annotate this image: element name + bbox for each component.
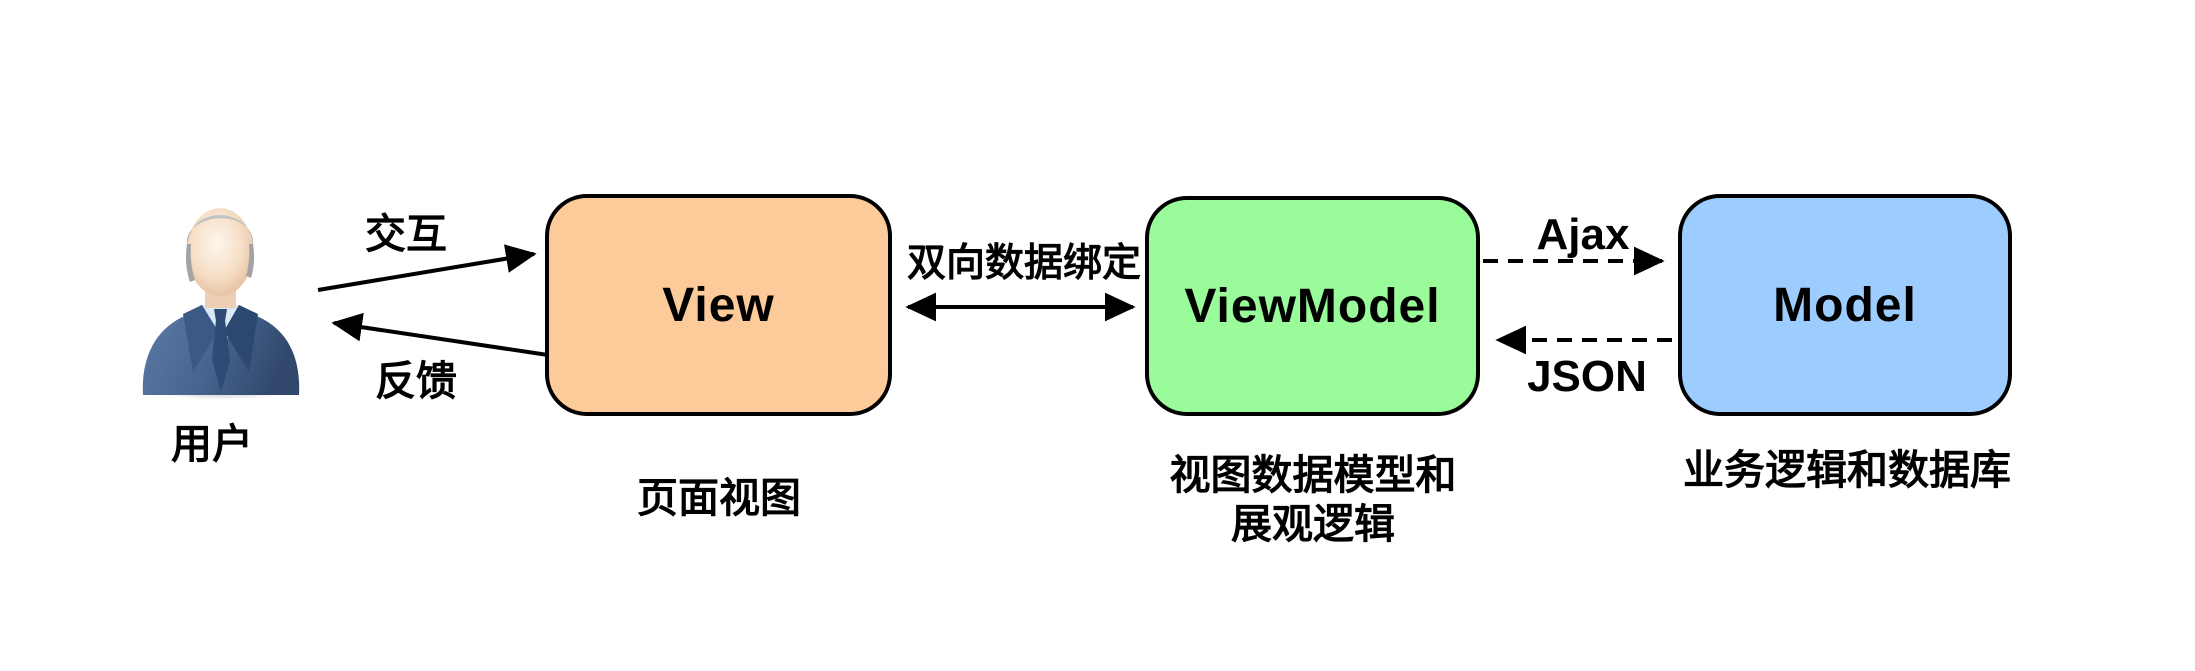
viewmodel-caption: 视图数据模型和 展观逻辑 [1170,451,1457,549]
interaction-arrow [317,244,537,292]
json-label: JSON [1527,352,1647,401]
viewmodel-title: ViewModel [1184,279,1441,333]
feedback-label: 反馈 [375,358,457,404]
user-icon [138,208,304,401]
interaction-label: 交互 [365,211,447,257]
viewmodel-node: ViewModel [1145,196,1480,416]
user-label: 用户 [171,421,253,467]
user-tie-knot [214,309,227,321]
viewmodel-caption-line1: 视图数据模型和 [1169,452,1457,498]
user-face [187,208,253,296]
ajax-label: Ajax [1536,210,1630,259]
viewmodel-caption-line2: 展观逻辑 [1231,501,1395,548]
user-hair-side-left [186,244,195,282]
user-hair-side-right [246,244,255,278]
view-title: View [662,278,775,332]
user-lapel-right [224,305,258,372]
user-tie [212,320,230,392]
two-way-binding-label: 双向数据绑定 [906,242,1142,285]
view-node: View [545,194,892,416]
model-caption: 业务逻辑和数据库 [1683,447,2011,493]
model-node: Model [1678,194,2012,416]
user-lapel-left [183,305,218,372]
model-title: Model [1773,278,1917,332]
view-caption: 页面视图 [637,475,801,521]
feedback-arrow [331,312,549,357]
